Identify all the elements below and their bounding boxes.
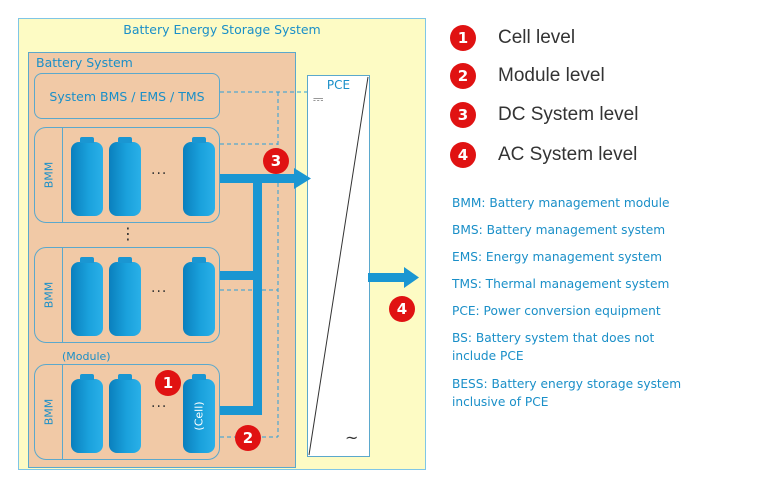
cells-ellipsis: ...: [151, 162, 168, 178]
dc-symbol: ⎓: [313, 92, 324, 107]
ac-symbol: ~: [345, 428, 359, 447]
definition-bms: BMS: Battery management system: [452, 223, 666, 237]
battery-cell: [109, 257, 141, 336]
legend-item-ac-system-level: 4 AC System level: [450, 141, 637, 169]
definition-ems: EMS: Energy management system: [452, 250, 663, 264]
battery-cell: [71, 257, 103, 336]
legend-label: AC System level: [498, 144, 638, 165]
battery-cell: [183, 257, 215, 336]
battery-system-title: Battery System: [36, 55, 133, 70]
ac-arrow-head: [404, 267, 419, 288]
bess-title: Battery Energy Storage System: [123, 22, 321, 37]
dc-arrow-head: [294, 168, 311, 189]
legend-item-cell-level: 1 Cell level: [450, 24, 575, 52]
badge-ac-system-level: 4: [389, 296, 415, 322]
cells-ellipsis: ...: [151, 395, 168, 411]
bus-vertical: [253, 174, 262, 415]
pce-diagonal: [308, 76, 369, 456]
bus-branch-top: [220, 174, 262, 183]
definition-pce: PCE: Power conversion equipment: [452, 304, 661, 318]
system-bms-ems-tms-box: System BMS / EMS / TMS: [34, 73, 220, 119]
bmm-column: BMM: [35, 128, 63, 222]
legend-badge: 1: [450, 25, 476, 51]
definition-bmm: BMM: Battery management module: [452, 196, 670, 210]
ac-output-line: [368, 273, 406, 282]
cells-ellipsis: ...: [151, 280, 168, 296]
battery-cell: [71, 374, 103, 453]
legend-label: DC System level: [498, 104, 639, 125]
legend-label: Module level: [498, 65, 605, 86]
battery-cell: [183, 137, 215, 216]
legend-item-module-level: 2 Module level: [450, 62, 605, 90]
module-top: BMM ...: [34, 127, 220, 223]
module-middle: BMM ...: [34, 247, 220, 343]
legend-item-dc-system-level: 3 DC System level: [450, 101, 638, 129]
pce-label: PCE: [326, 78, 351, 92]
legend-badge: 4: [450, 142, 476, 168]
definition-bs: BS: Battery system that does not include…: [452, 331, 655, 363]
battery-cell: [71, 137, 103, 216]
legend-badge: 3: [450, 102, 476, 128]
battery-cell: [109, 374, 141, 453]
bmm-column: BMM: [35, 248, 63, 342]
modules-ellipsis: ⋮: [120, 224, 136, 243]
badge-module-level: 2: [235, 425, 261, 451]
battery-cell-labeled: (Cell): [183, 374, 215, 453]
legend-badge: 2: [450, 63, 476, 89]
module-tag: (Module): [62, 350, 111, 363]
bmm-column: BMM: [35, 365, 63, 459]
badge-cell-level: 1: [155, 370, 181, 396]
bus-to-pce: [262, 174, 296, 183]
battery-cell: [109, 137, 141, 216]
module-bottom: BMM ... (Cell): [34, 364, 220, 460]
bus-branch-middle: [220, 271, 262, 280]
definition-tms: TMS: Thermal management system: [452, 277, 670, 291]
legend-label: Cell level: [498, 27, 576, 48]
bus-branch-bottom: [220, 406, 262, 415]
definition-bess: BESS: Battery energy storage system incl…: [452, 377, 682, 409]
badge-dc-system-level: 3: [263, 148, 289, 174]
